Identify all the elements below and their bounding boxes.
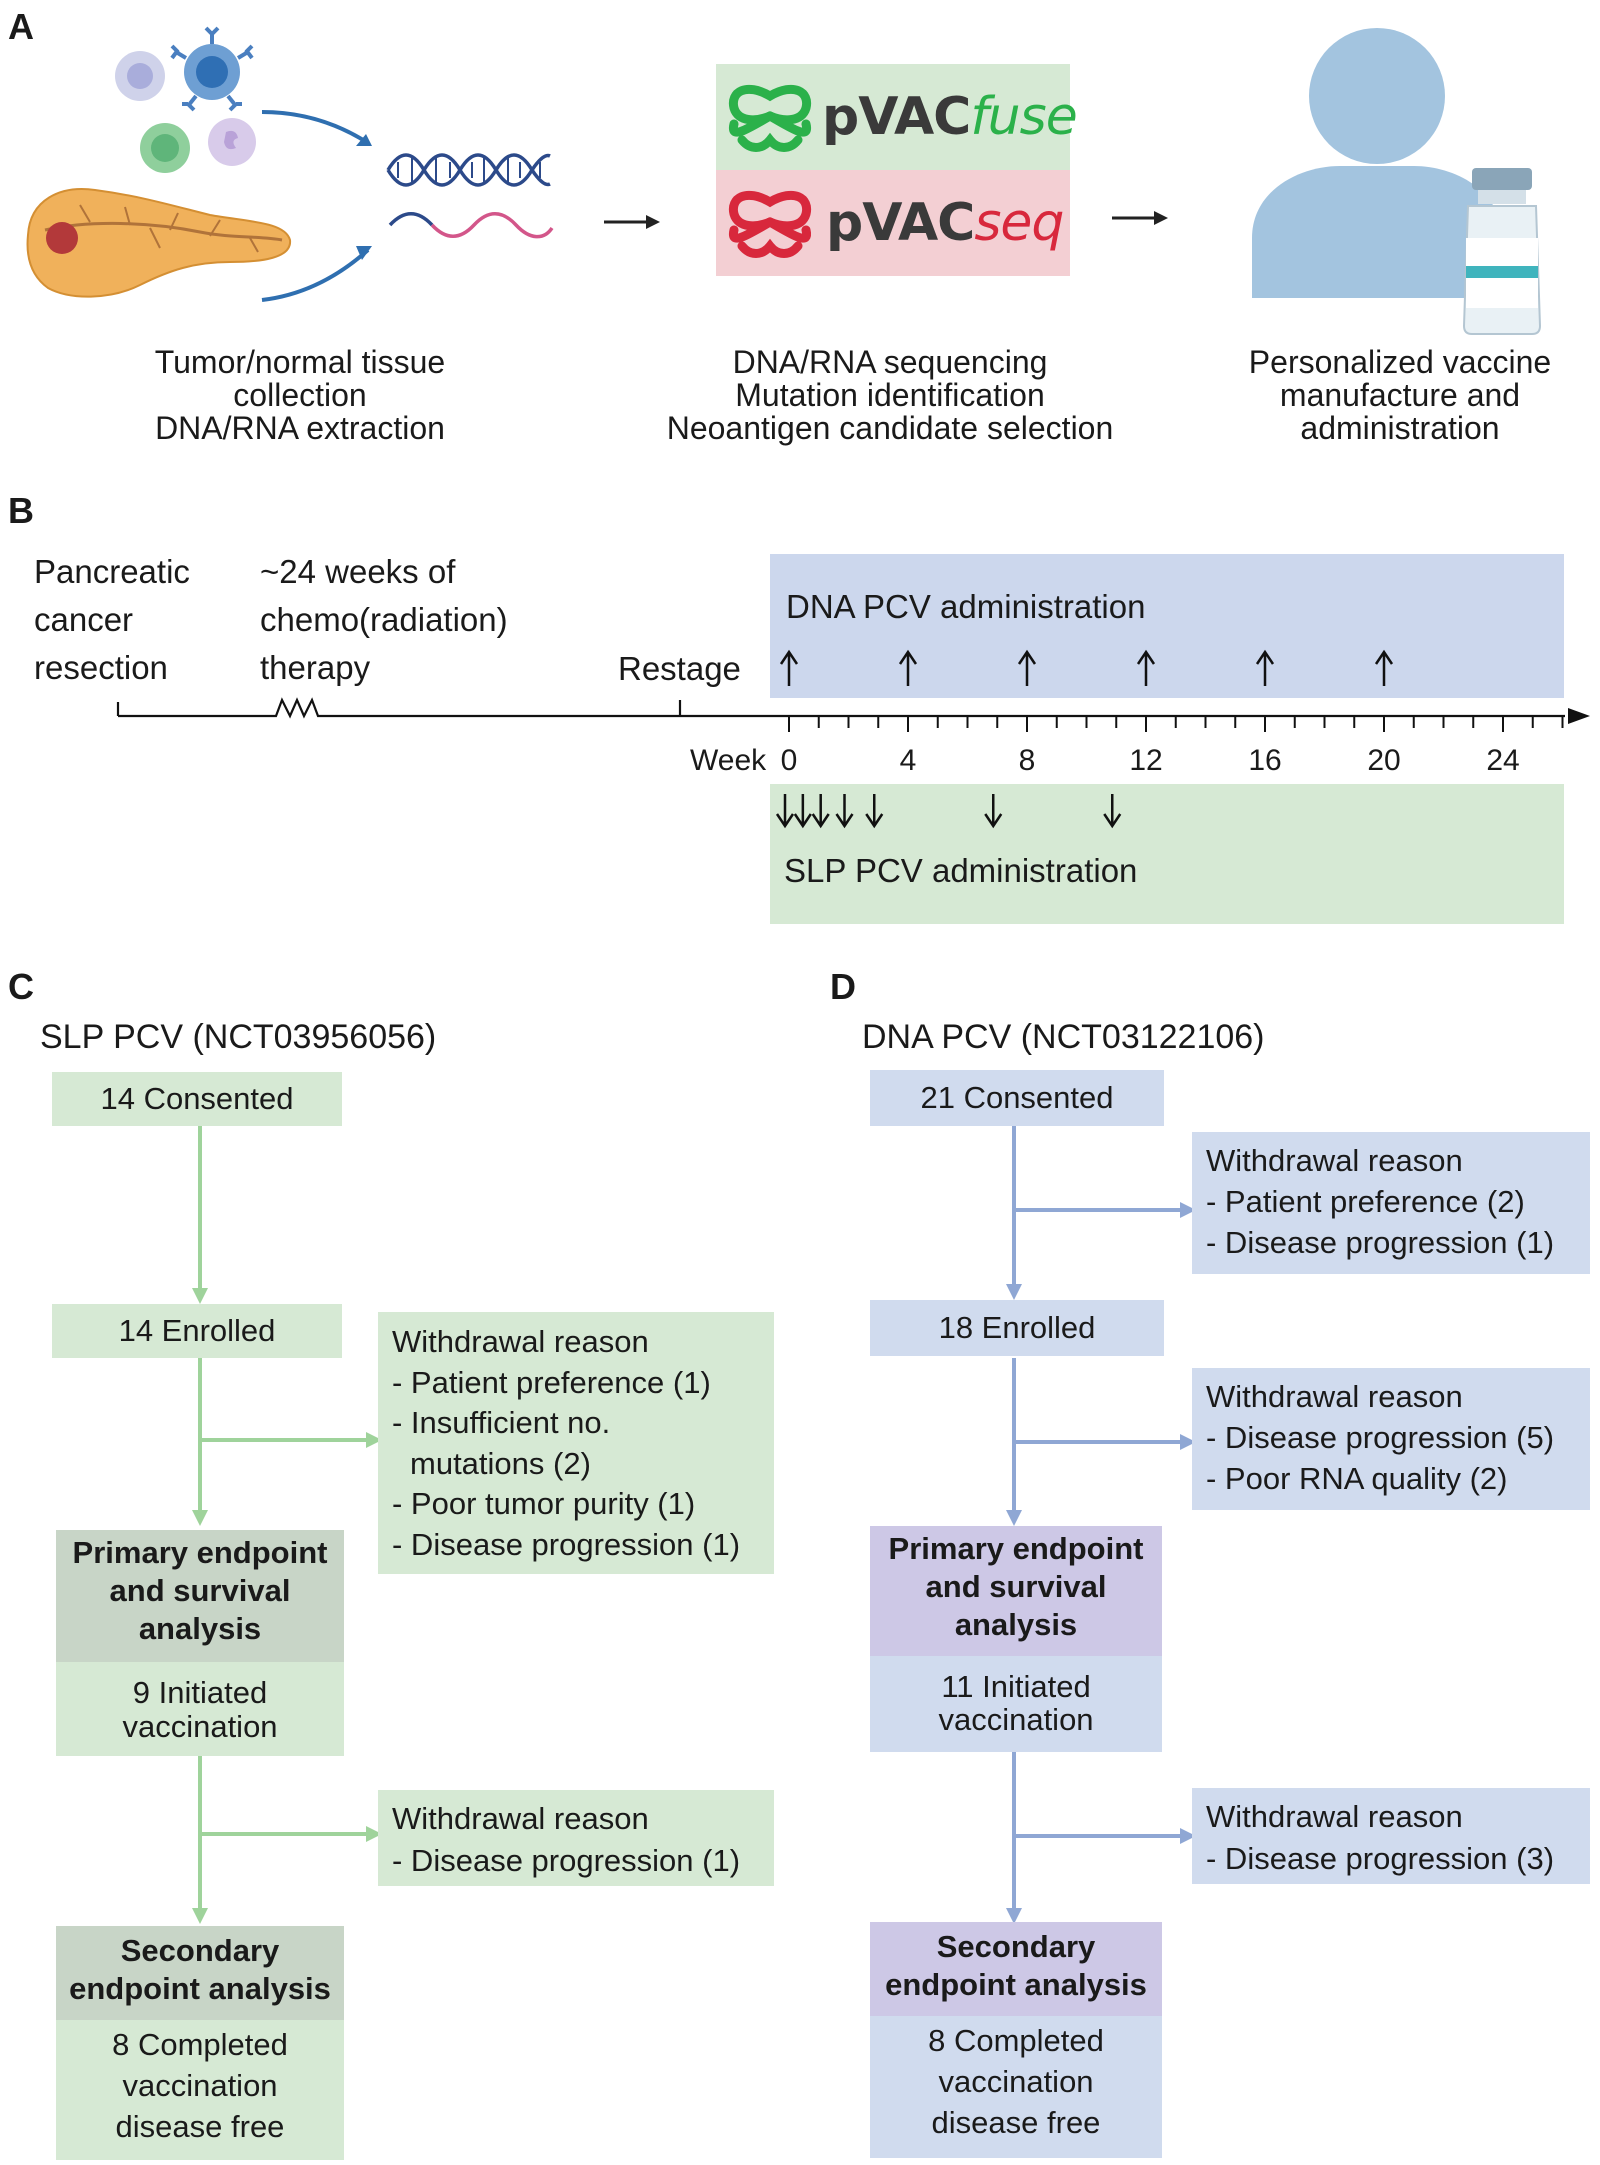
- slp-dose-arrow: [775, 794, 795, 829]
- week-tick-label: 24: [1486, 744, 1520, 777]
- pvacfuse-emblem-icon: [728, 84, 812, 152]
- slp-dose-arrows: [775, 794, 1122, 829]
- pancreas-icon: [26, 188, 292, 298]
- slp-withdrawal-box-2: Withdrawal reason - Disease progression …: [378, 1790, 774, 1886]
- dna-withdrawal-box-2: Withdrawal reason - Disease progression …: [1192, 1788, 1590, 1884]
- slp-flow-arrows: [198, 1126, 372, 1916]
- slp-admin-label: SLP PCV administration: [784, 852, 1138, 889]
- panel-label-a: A: [8, 6, 34, 47]
- week-tick-label: 4: [899, 744, 917, 777]
- slp-dose-arrow: [1103, 794, 1122, 829]
- immune-cells-icon: [115, 26, 256, 173]
- dna-dose-arrow: [1136, 649, 1156, 686]
- slp-dose-arrow: [865, 794, 884, 829]
- slp-enrolled-box: 14 Enrolled: [52, 1304, 342, 1358]
- slp-withdrawal-box-1: Withdrawal reason - Patient preference (…: [378, 1312, 774, 1574]
- week-label: Week: [690, 744, 767, 777]
- vaccine-vial-icon: [1462, 168, 1542, 335]
- slp-dose-arrow: [793, 794, 812, 829]
- panel-label-c: C: [8, 966, 34, 1007]
- week-tick-label: 16: [1248, 744, 1282, 777]
- restage-label: Restage: [618, 650, 741, 687]
- dna-dose-arrow: [779, 649, 799, 686]
- dna-withdrawal-box-0: Withdrawal reason - Patient preference (…: [1192, 1132, 1590, 1274]
- slp-dose-arrow: [835, 794, 854, 829]
- dna-admin-band: [770, 554, 1564, 698]
- dna-dose-arrow: [898, 649, 918, 686]
- dna-helix-icon: [386, 153, 551, 187]
- dna-admin-label: DNA PCV administration: [786, 588, 1146, 625]
- panel-label-b: B: [8, 490, 34, 531]
- dna-withdrawal-box-1: Withdrawal reason - Disease progression …: [1192, 1368, 1590, 1510]
- week-tick-label: 8: [1018, 744, 1036, 777]
- dna-dose-arrow: [1017, 649, 1037, 686]
- dna-dose-arrows: [779, 649, 1394, 686]
- week-tick-label: 12: [1129, 744, 1163, 777]
- person-icon: [1252, 28, 1502, 298]
- rna-strand-icon: [388, 212, 554, 239]
- dna-flow-arrows: [1012, 1124, 1186, 1916]
- pvacseq-logo: pVACseq: [826, 193, 1064, 253]
- panel-label-d: D: [830, 966, 856, 1007]
- dna-consented-box: 21 Consented: [870, 1070, 1164, 1126]
- dna-enrolled-box: 18 Enrolled: [870, 1300, 1164, 1356]
- week-tick-label: 0: [780, 744, 798, 777]
- slp-trial-title: SLP PCV (NCT03956056): [40, 1018, 437, 1056]
- pvacfuse-logo: pVACfuse: [822, 87, 1078, 147]
- slp-dose-arrow: [984, 794, 1003, 829]
- timeline-ticks: [788, 716, 1564, 732]
- dna-dose-arrow: [1255, 649, 1275, 686]
- slp-admin-band: [770, 784, 1564, 924]
- week-tick-label: 20: [1367, 744, 1401, 777]
- pvacseq-emblem-icon: [728, 190, 812, 258]
- dna-trial-title: DNA PCV (NCT03122106): [862, 1018, 1265, 1056]
- slp-dose-arrow: [811, 794, 830, 829]
- slp-consented-box: 14 Consented: [52, 1072, 342, 1126]
- dna-dose-arrow: [1374, 649, 1394, 686]
